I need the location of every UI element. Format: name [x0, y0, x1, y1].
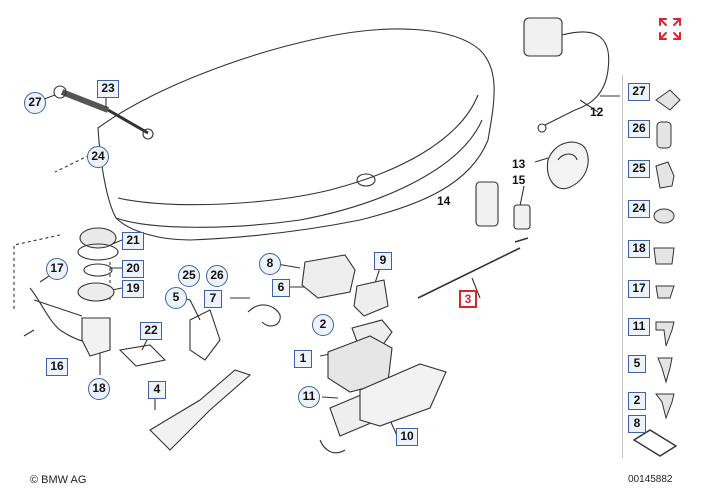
- document-number: 00145882: [628, 474, 673, 485]
- part-label-24[interactable]: 24: [87, 146, 109, 168]
- clip-shape: [118, 344, 167, 367]
- bowden-cable-shape: [417, 237, 529, 299]
- lock-cover-10-shape: [359, 363, 447, 427]
- part-label-27[interactable]: 27: [24, 92, 46, 114]
- part-label-22[interactable]: 22: [140, 322, 162, 340]
- part-label-10[interactable]: 10: [396, 428, 418, 446]
- part-label-21[interactable]: 21: [122, 232, 144, 250]
- part-label-8[interactable]: 8: [259, 253, 281, 275]
- hinge-bracket-shape: [81, 317, 111, 357]
- trunk-lid-outline: [97, 28, 495, 241]
- part-label-9[interactable]: 9: [374, 252, 392, 270]
- seal-ring-21: [79, 227, 117, 249]
- lock-part-9-shape: [353, 279, 389, 317]
- part-label-11[interactable]: 11: [298, 386, 320, 408]
- part-label-1[interactable]: 1: [294, 350, 312, 368]
- handle-shape: [546, 141, 589, 190]
- sidebar-label-17[interactable]: 17: [628, 280, 650, 298]
- part-label-23[interactable]: 23: [97, 80, 119, 98]
- sidebar-label-2[interactable]: 2: [628, 392, 646, 410]
- part-label-7[interactable]: 7: [204, 290, 222, 308]
- part-label-15[interactable]: 15: [512, 173, 526, 187]
- part-label-16[interactable]: 16: [46, 358, 68, 376]
- bearing-ring-19: [77, 282, 115, 302]
- lid-emblem: [356, 173, 376, 187]
- expand-arrows-icon[interactable]: [657, 16, 683, 42]
- part-label-3-selected[interactable]: 3: [459, 290, 477, 308]
- part-label-5[interactable]: 5: [165, 287, 187, 309]
- sidebar-label-11[interactable]: 11: [628, 318, 650, 336]
- mounting-bracket-shape: [149, 369, 252, 451]
- cable-6-shape: [247, 304, 281, 327]
- sidebar-label-25[interactable]: 25: [628, 160, 650, 178]
- part-label-6[interactable]: 6: [272, 279, 290, 297]
- lock-part-8-shape: [301, 254, 356, 299]
- sidebar-label-8[interactable]: 8: [628, 415, 646, 433]
- part-label-25[interactable]: 25: [178, 265, 200, 287]
- gas-strut: [60, 89, 110, 113]
- part-25-glyph: [655, 161, 675, 189]
- part-label-14[interactable]: 14: [437, 194, 451, 208]
- sidebar-label-24[interactable]: 24: [628, 200, 650, 218]
- part-label-26[interactable]: 26: [206, 265, 228, 287]
- part-24-glyph: [653, 208, 675, 224]
- part-label-12[interactable]: 12: [590, 105, 604, 119]
- sidebar-label-27[interactable]: 27: [628, 83, 650, 101]
- part-label-13[interactable]: 13: [512, 157, 526, 171]
- actuator-motor-shape: [523, 17, 563, 57]
- part-8-glyph: [632, 429, 678, 457]
- part-label-4[interactable]: 4: [148, 381, 166, 399]
- part-11-glyph: [655, 321, 675, 347]
- part-label-2[interactable]: 2: [312, 314, 334, 336]
- part-label-20[interactable]: 20: [122, 260, 144, 278]
- part-5-glyph: [657, 357, 673, 384]
- part-label-19[interactable]: 19: [122, 280, 144, 298]
- part-27-glyph: [655, 89, 681, 111]
- sidebar-label-5[interactable]: 5: [628, 355, 646, 373]
- copyright-text: © BMW AG: [30, 474, 87, 486]
- part-17-glyph: [655, 285, 675, 299]
- lock-actuator-shape: [475, 181, 499, 227]
- parts-sidebar: [622, 75, 691, 458]
- cable-bracket-shape: [513, 204, 531, 230]
- part-label-18[interactable]: 18: [88, 378, 110, 400]
- part-2-glyph: [655, 393, 675, 420]
- seal-ring-20: [83, 263, 113, 277]
- part-label-17[interactable]: 17: [46, 258, 68, 280]
- sidebar-label-26[interactable]: 26: [628, 120, 650, 138]
- part-18-glyph: [653, 247, 675, 265]
- part-26-glyph: [656, 121, 672, 149]
- sidebar-label-18[interactable]: 18: [628, 240, 650, 258]
